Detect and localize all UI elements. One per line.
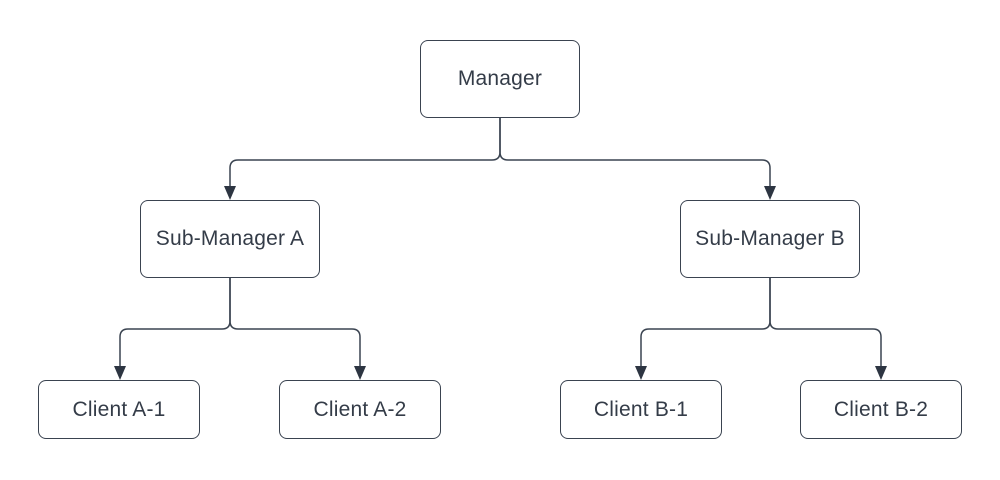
node-client-a2[interactable]: Client A-2: [279, 380, 441, 439]
node-manager[interactable]: Manager: [420, 40, 580, 118]
node-client-b2-label: Client B-2: [833, 397, 929, 421]
node-sub-manager-b[interactable]: Sub-Manager B: [680, 200, 860, 278]
node-sub-manager-a-label: Sub-Manager A: [155, 227, 305, 250]
connector-sub-manager-a-to-client-a1: [114, 278, 231, 380]
connector-manager-to-sub-manager-a: [224, 118, 501, 200]
node-client-a1[interactable]: Client A-1: [38, 380, 200, 439]
node-client-a1-label: Client A-1: [72, 397, 166, 421]
connector-sub-manager-b-to-client-b2: [769, 278, 887, 380]
node-sub-manager-b-label: Sub-Manager B: [695, 227, 845, 250]
connector-manager-to-sub-manager-b: [499, 118, 776, 200]
node-client-b2[interactable]: Client B-2: [800, 380, 962, 439]
node-client-b1-label: Client B-1: [593, 397, 689, 421]
node-client-b1[interactable]: Client B-1: [560, 380, 722, 439]
connector-sub-manager-b-to-client-b1: [635, 278, 771, 380]
node-manager-label: Manager: [457, 67, 543, 90]
node-sub-manager-a[interactable]: Sub-Manager A: [140, 200, 320, 278]
connector-sub-manager-a-to-client-a2: [229, 278, 366, 380]
node-client-a2-label: Client A-2: [313, 397, 407, 421]
